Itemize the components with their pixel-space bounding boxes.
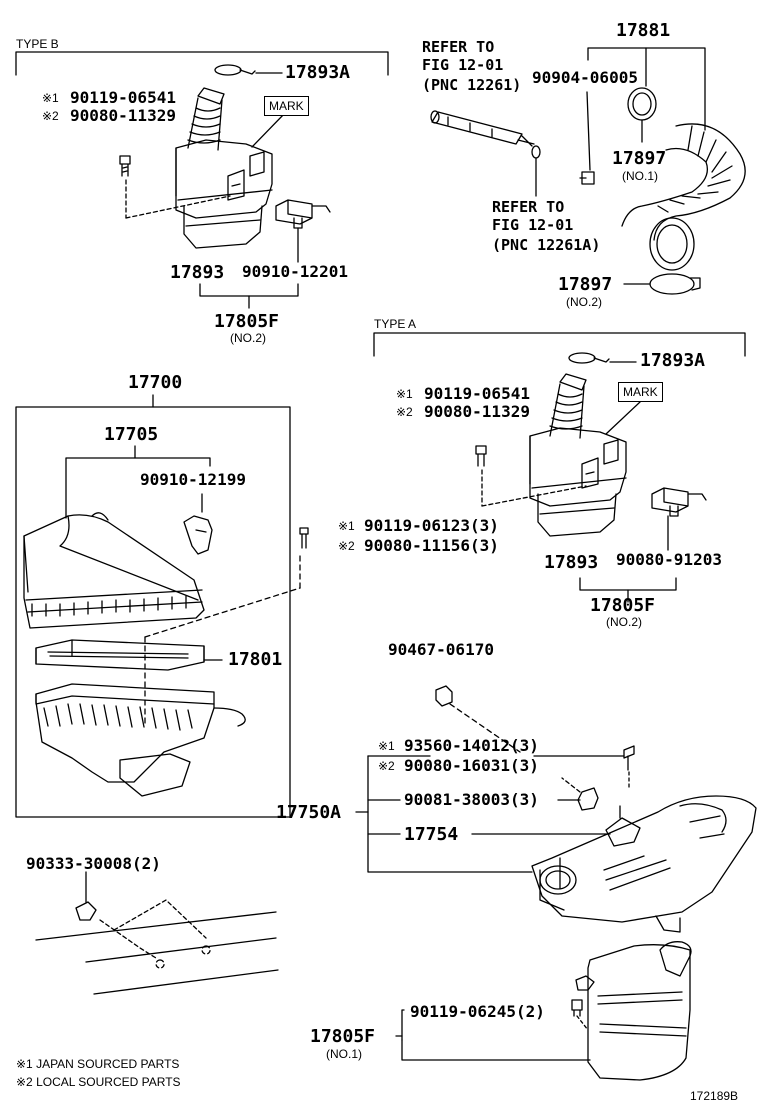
note1-mark-cleaner: ※1 xyxy=(338,519,355,533)
air-cleaner-drawing xyxy=(15,394,309,818)
note2-mark-type-b: ※2 xyxy=(42,109,59,123)
mark-box-type-b: MARK xyxy=(264,96,309,116)
part-17881[interactable]: 17881 xyxy=(616,20,671,41)
footnote-local-sourced: ※2 LOCAL SOURCED PARTS xyxy=(16,1075,181,1089)
air-hose-drawing xyxy=(430,47,746,295)
refer2-line1: REFER TO xyxy=(492,198,565,216)
part-17700[interactable]: 17700 xyxy=(128,372,183,393)
part-17805f-no2-sub-type-a: (NO.2) xyxy=(606,615,642,629)
part-17897-no1-sub: (NO.1) xyxy=(622,169,658,183)
note1-mark-intake: ※1 xyxy=(378,739,395,753)
refer1-line2: FIG 12-01 xyxy=(422,56,504,74)
type-b-bracket xyxy=(15,51,389,76)
part-90910-12201[interactable]: 90910-12201 xyxy=(242,262,348,281)
part-90080-11329-type-b[interactable]: 90080-11329 xyxy=(70,106,176,125)
mark-box-type-a: MARK xyxy=(618,382,663,402)
figure-id: 172189B xyxy=(690,1089,739,1103)
part-90904-06005[interactable]: 90904-06005 xyxy=(532,68,638,87)
part-90467-06170[interactable]: 90467-06170 xyxy=(388,640,494,659)
intake-pipe-drawing xyxy=(435,685,757,933)
part-17897-no2[interactable]: 17897 xyxy=(558,274,613,295)
part-17754[interactable]: 17754 xyxy=(404,824,459,845)
part-17705[interactable]: 17705 xyxy=(104,424,159,445)
part-17805f-no2-type-b[interactable]: 17805F xyxy=(214,311,280,332)
part-90119-06123[interactable]: 90119-06123(3) xyxy=(364,516,499,535)
part-90080-91203[interactable]: 90080-91203 xyxy=(616,550,722,569)
part-90080-11329-type-a[interactable]: 90080-11329 xyxy=(424,402,530,421)
note2-mark-type-a: ※2 xyxy=(396,405,413,419)
part-90080-16031[interactable]: 90080-16031(3) xyxy=(404,756,539,775)
type-b-resonator-drawing xyxy=(119,64,331,309)
part-90119-06245[interactable]: 90119-06245(2) xyxy=(410,1002,545,1021)
part-17893-type-a[interactable]: 17893 xyxy=(544,552,599,573)
part-17805f-no1-sub: (NO.1) xyxy=(326,1047,362,1061)
part-90119-06541-type-a[interactable]: 90119-06541 xyxy=(424,384,530,403)
part-17897-no2-sub: (NO.2) xyxy=(566,295,602,309)
panel-drawing xyxy=(35,871,279,995)
type-a-bracket xyxy=(373,332,746,357)
part-17805f-no1[interactable]: 17805F xyxy=(310,1026,376,1047)
note2-mark-intake: ※2 xyxy=(378,759,395,773)
note1-mark-type-b: ※1 xyxy=(42,91,59,105)
part-17805f-no2-type-a[interactable]: 17805F xyxy=(590,595,656,616)
footnote-japan-sourced: ※1 JAPAN SOURCED PARTS xyxy=(16,1057,180,1071)
part-17805f-no2-sub-type-b: (NO.2) xyxy=(230,331,266,345)
part-90119-06541-type-b[interactable]: 90119-06541 xyxy=(70,88,176,107)
type-a-label: TYPE A xyxy=(374,317,417,331)
refer1-line3: (PNC 12261) xyxy=(422,76,522,94)
part-90080-11156[interactable]: 90080-11156(3) xyxy=(364,536,499,555)
part-17801[interactable]: 17801 xyxy=(228,649,283,670)
part-93560-14012[interactable]: 93560-14012(3) xyxy=(404,736,539,755)
part-17893-type-b[interactable]: 17893 xyxy=(170,262,225,283)
refer2-line3: (PNC 12261A) xyxy=(492,236,601,254)
refer2-line2: FIG 12-01 xyxy=(492,216,574,234)
part-17893a-type-b[interactable]: 17893A xyxy=(285,62,351,83)
type-a-resonator-drawing xyxy=(475,352,707,603)
part-17897-no1[interactable]: 17897 xyxy=(612,148,667,169)
part-90333-30008[interactable]: 90333-30008(2) xyxy=(26,854,161,873)
lower-resonator-drawing xyxy=(395,941,692,1081)
note1-mark-type-a: ※1 xyxy=(396,387,413,401)
refer1-line1: REFER TO xyxy=(422,38,495,56)
part-90081-38003[interactable]: 90081-38003(3) xyxy=(404,790,539,809)
part-90910-12199[interactable]: 90910-12199 xyxy=(140,470,246,489)
part-17750a[interactable]: 17750A xyxy=(276,802,342,823)
intake-bracket xyxy=(355,755,625,873)
part-17893a-type-a[interactable]: 17893A xyxy=(640,350,706,371)
note2-mark-cleaner: ※2 xyxy=(338,539,355,553)
type-b-label: TYPE B xyxy=(16,37,59,51)
